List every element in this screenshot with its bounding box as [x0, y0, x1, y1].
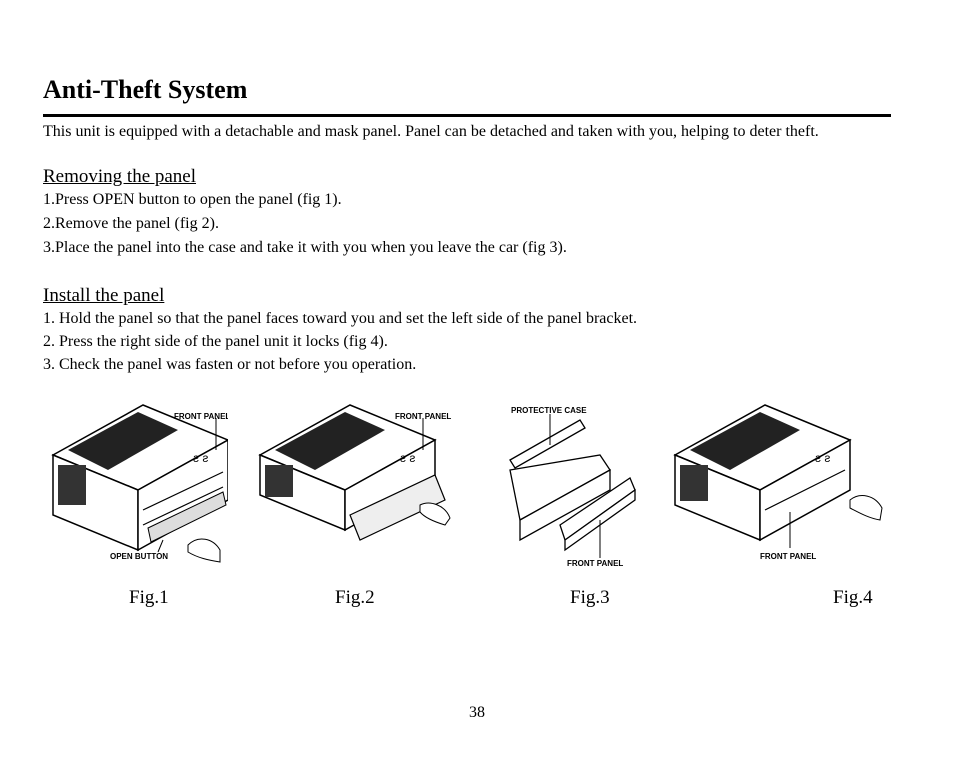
callout-protective-case: PROTECTIVE CASE [511, 406, 587, 415]
svg-text:ƨ ƨ: ƨ ƨ [815, 451, 830, 465]
figure-1-illustration: ƨ ƨ FRONT PANEL OPEN BUTTON [48, 400, 228, 570]
figure-3-label: Fig.3 [570, 587, 610, 608]
callout-front-panel: FRONT PANEL [395, 412, 451, 421]
title-rule [43, 114, 891, 117]
callout-front-panel: FRONT PANEL [567, 559, 623, 568]
removing-heading: Removing the panel [43, 166, 197, 187]
callout-open-button: OPEN BUTTON [110, 552, 168, 561]
svg-text:ƨ ƨ: ƨ ƨ [193, 451, 208, 465]
figure-4-label: Fig.4 [833, 587, 873, 608]
figure-1-label: Fig.1 [129, 587, 169, 608]
install-heading: Install the panel [43, 285, 165, 306]
svg-text:ƨ ƨ: ƨ ƨ [400, 451, 415, 465]
removing-step-2: 2.Remove the panel (fig 2). [43, 215, 219, 232]
intro-paragraph: This unit is equipped with a detachable … [43, 123, 819, 140]
figure-3-illustration: PROTECTIVE CASE FRONT PANEL [505, 400, 645, 572]
removing-step-1: 1.Press OPEN button to open the panel (f… [43, 191, 342, 208]
figure-2-label: Fig.2 [335, 587, 375, 608]
removing-step-3: 3.Place the panel into the case and take… [43, 239, 567, 256]
figure-4-illustration: ƨ ƨ FRONT PANEL [670, 400, 890, 565]
figure-2-illustration: ƨ ƨ FRONT PANEL [255, 400, 455, 545]
install-step-3: 3. Check the panel was fasten or not bef… [43, 356, 417, 373]
install-step-2: 2. Press the right side of the panel uni… [43, 333, 388, 350]
install-step-1: 1. Hold the panel so that the panel face… [43, 310, 638, 327]
callout-front-panel: FRONT PANEL [174, 412, 228, 421]
page-number: 38 [469, 704, 485, 721]
page-title: Anti-Theft System [43, 75, 248, 104]
callout-front-panel: FRONT PANEL [760, 552, 816, 561]
